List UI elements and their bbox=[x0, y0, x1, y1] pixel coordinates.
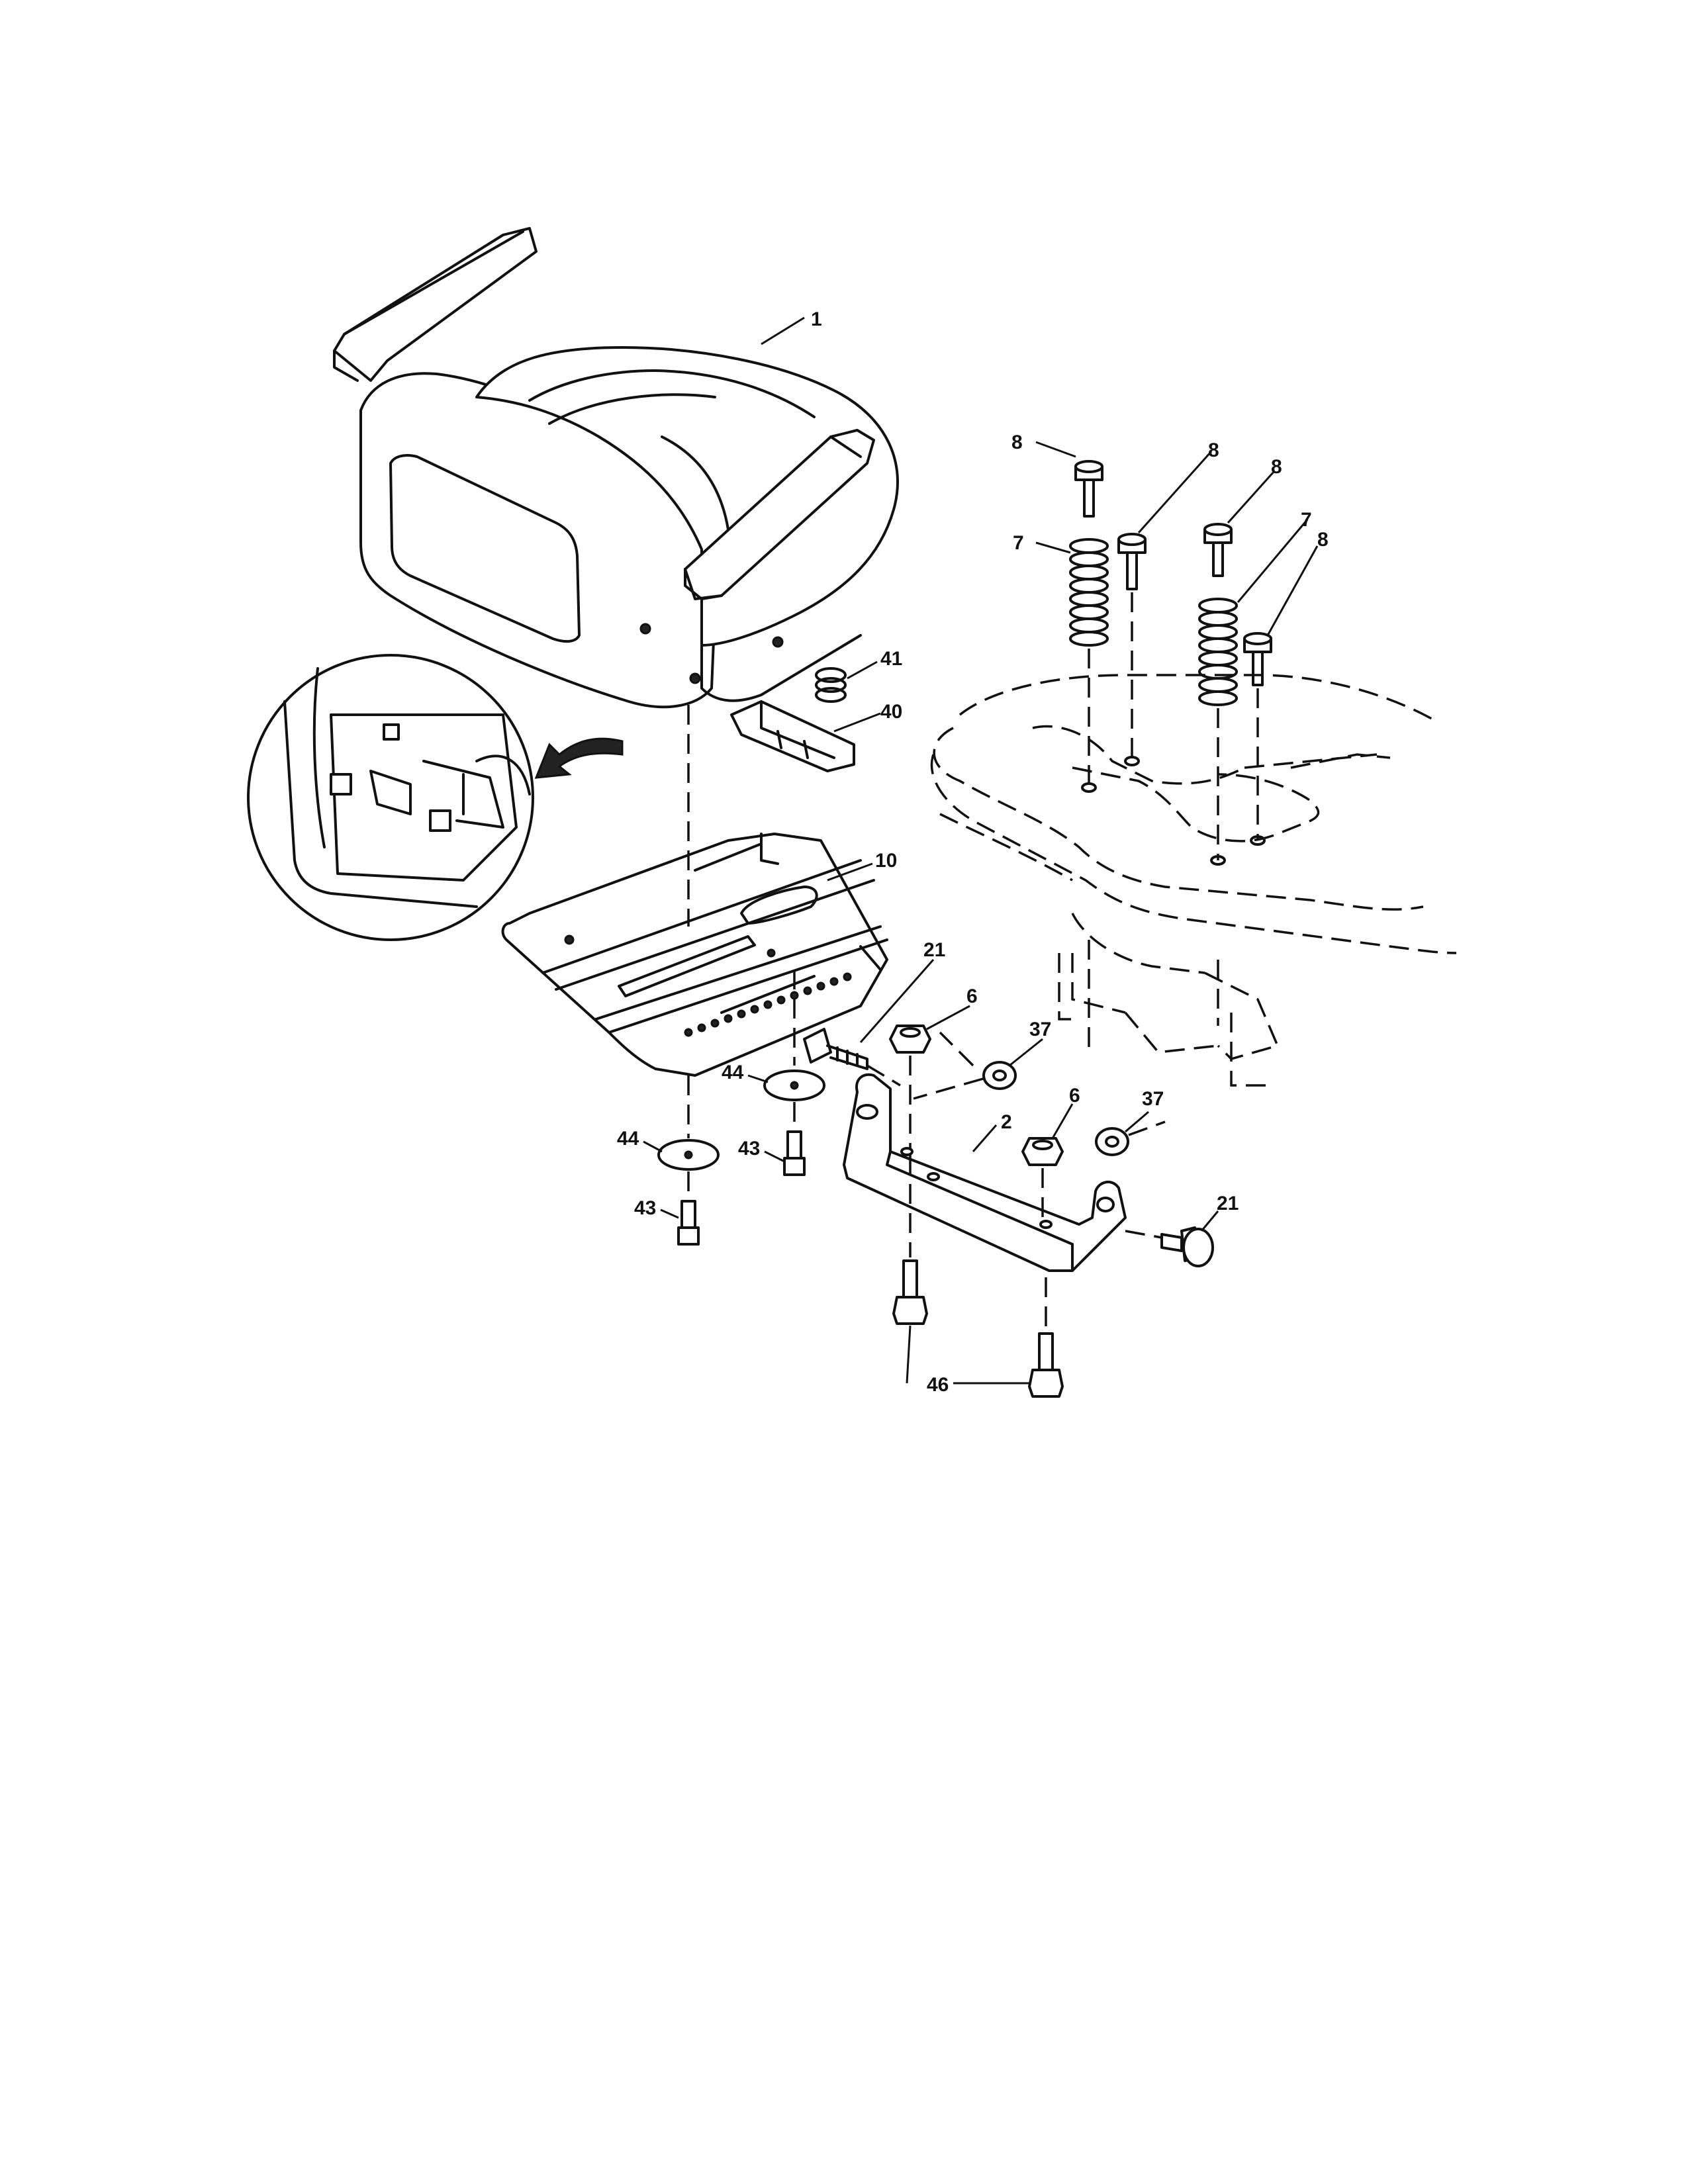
nut-37-left bbox=[982, 1061, 1017, 1090]
callout-7-a: 7 bbox=[1013, 532, 1024, 554]
callout-6-a: 6 bbox=[966, 985, 978, 1007]
bolt-8-a bbox=[1074, 460, 1103, 518]
nut-6-left bbox=[889, 1024, 931, 1054]
callout-6-b: 6 bbox=[1069, 1085, 1080, 1107]
bolt-46-left bbox=[892, 1259, 928, 1325]
callout-44-b: 44 bbox=[617, 1128, 639, 1150]
callout-8-b: 8 bbox=[1208, 439, 1219, 461]
nut-6-right bbox=[1021, 1137, 1064, 1166]
spring-41-part bbox=[815, 667, 847, 703]
callout-8-a: 8 bbox=[1011, 432, 1023, 453]
callout-46: 46 bbox=[927, 1374, 949, 1396]
tractor-frame-dashed bbox=[930, 674, 1457, 1087]
screw-43-left bbox=[677, 1200, 700, 1246]
spring-7-right-part bbox=[1198, 598, 1238, 706]
spring-7-left-part bbox=[1069, 538, 1109, 647]
nut-37-right bbox=[1095, 1127, 1129, 1156]
bolt-8-d bbox=[1243, 632, 1272, 686]
callout-37-a: 37 bbox=[1029, 1019, 1051, 1040]
callout-43-b: 43 bbox=[634, 1197, 656, 1219]
callout-labels: 1 8 8 8 8 7 7 41 40 10 21 6 37 44 44 43 … bbox=[617, 308, 1329, 1396]
washer-44-left bbox=[657, 1139, 720, 1171]
shoulder-bolt-21-left bbox=[803, 1028, 868, 1070]
callout-1: 1 bbox=[811, 308, 822, 330]
adjustment-slots bbox=[684, 972, 852, 1037]
callout-7-b: 7 bbox=[1301, 509, 1312, 531]
callout-21-a: 21 bbox=[923, 939, 945, 961]
callout-10: 10 bbox=[875, 850, 897, 872]
shoulder-bolt-21-right bbox=[1160, 1226, 1214, 1267]
bolt-46-right bbox=[1028, 1332, 1064, 1398]
callout-43-a: 43 bbox=[738, 1138, 760, 1160]
callout-8-d: 8 bbox=[1317, 529, 1329, 551]
bolt-8-b bbox=[1117, 533, 1147, 590]
callout-8-c: 8 bbox=[1271, 456, 1282, 478]
bracket-2-part bbox=[843, 1073, 1127, 1272]
washer-44-right bbox=[763, 1069, 825, 1101]
callout-44-a: 44 bbox=[722, 1062, 744, 1083]
screw-43-right bbox=[783, 1130, 806, 1176]
callout-41: 41 bbox=[880, 648, 902, 670]
detail-magnifier-circle bbox=[247, 654, 624, 941]
callout-37-b: 37 bbox=[1142, 1088, 1164, 1110]
leader-lines bbox=[643, 316, 1319, 1385]
seat-part bbox=[333, 227, 899, 709]
callout-21-b: 21 bbox=[1217, 1193, 1239, 1214]
bolt-8-c bbox=[1203, 523, 1233, 577]
callout-2: 2 bbox=[1001, 1111, 1012, 1133]
seat-pan-10-part bbox=[501, 833, 888, 1077]
callout-40: 40 bbox=[880, 701, 902, 723]
clip-40-part bbox=[730, 700, 855, 772]
